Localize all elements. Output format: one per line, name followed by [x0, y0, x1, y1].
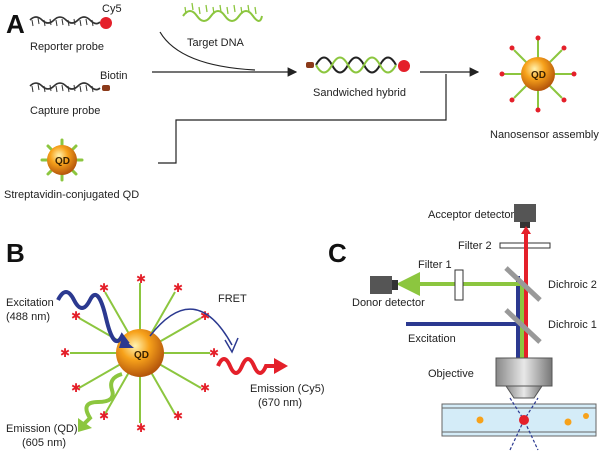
fret-arrow [149, 308, 233, 346]
target-curve-arrow [159, 31, 256, 71]
fret-label: FRET [218, 293, 247, 305]
sample-chamber [441, 397, 597, 451]
dichroic2-label: Dichroic 2 [548, 279, 597, 291]
excitation-label-b: Excitation [6, 297, 54, 309]
svg-text:✱: ✱ [136, 421, 146, 435]
dichroic1 [504, 308, 542, 344]
cy5-dye-icon [100, 17, 112, 29]
nanosensor-assembly [499, 35, 577, 113]
acceptor-beam-arrowhead [521, 226, 531, 234]
capture-probe-label: Capture probe [30, 105, 100, 117]
dichroic2 [504, 266, 542, 302]
dichroic1-label: Dichroic 1 [548, 319, 597, 331]
svg-text:✱: ✱ [200, 381, 210, 395]
qd-sphere-icon-assembly [521, 57, 555, 91]
objective [495, 357, 553, 399]
svg-text:✱: ✱ [200, 309, 210, 323]
excitation-arrowhead-b [119, 338, 134, 348]
svg-text:✱: ✱ [136, 272, 146, 286]
reporter-probe [29, 16, 112, 29]
cy5-dye-icon-hybrid [398, 60, 410, 72]
filter1 [454, 269, 464, 301]
svg-text:✱: ✱ [99, 409, 109, 423]
qd-path-line [158, 74, 447, 164]
svg-text:✱: ✱ [173, 409, 183, 423]
acceptor-detector-label: Acceptor detector [428, 209, 515, 221]
excitation-wave-b [56, 290, 130, 346]
filter1-label: Filter 1 [418, 259, 452, 271]
target-dna [182, 2, 263, 22]
fret-arrowhead [224, 337, 239, 354]
svg-text:✱: ✱ [71, 309, 81, 323]
biotin-icon-hybrid [306, 62, 314, 68]
svg-text:✱: ✱ [173, 281, 183, 295]
emission-qd-label: Emission (QD) [6, 423, 78, 435]
target-dna-label: Target DNA [187, 37, 245, 49]
biotin-label: Biotin [100, 70, 128, 82]
donor-detector [370, 276, 398, 294]
svg-text:✱: ✱ [71, 381, 81, 395]
objective-label: Objective [428, 368, 474, 380]
cy5-label: Cy5 [102, 3, 122, 15]
emission-cy5-arrowhead [274, 358, 288, 374]
sandwiched-hybrid [306, 56, 410, 74]
qd-label-b: QD [134, 350, 149, 361]
emission-cy5-label: Emission (Cy5) [250, 383, 325, 395]
streptavidin-qd [40, 138, 84, 182]
capture-probe [29, 82, 110, 93]
filter2-label: Filter 2 [458, 240, 492, 252]
emission-qd-arrowhead [78, 418, 92, 432]
acceptor-detector [514, 204, 536, 228]
nanosensor-assembly-label: Nanosensor assembly [490, 129, 599, 141]
qd-sphere-icon [47, 145, 77, 175]
excitation-label-c: Excitation [408, 333, 456, 345]
emission-qd-wavelength-label: (605 nm) [22, 437, 66, 449]
panel-c-label: C [328, 238, 347, 268]
biotin-icon [102, 85, 110, 91]
panel-b-label: B [6, 238, 25, 268]
emission-cy5-wavelength-label: (670 nm) [258, 397, 302, 409]
svg-text:✱: ✱ [60, 346, 70, 360]
svg-text:✱: ✱ [99, 281, 109, 295]
emission-cy5-wave [216, 357, 276, 375]
svg-text:✱: ✱ [209, 346, 219, 360]
excitation-wavelength-label: (488 nm) [6, 311, 50, 323]
donor-detector-label: Donor detector [352, 297, 425, 309]
sandwiched-hybrid-label: Sandwiched hybrid [313, 87, 406, 99]
reporter-probe-label: Reporter probe [30, 41, 104, 53]
qd-label-a1: QD [55, 156, 70, 167]
panel-a-label: A [6, 9, 25, 39]
emission-qd-wave [82, 372, 123, 426]
streptavidin-qd-label: Streptavidin-conjugated QD [4, 189, 139, 201]
qd-label-a2: QD [531, 70, 546, 81]
